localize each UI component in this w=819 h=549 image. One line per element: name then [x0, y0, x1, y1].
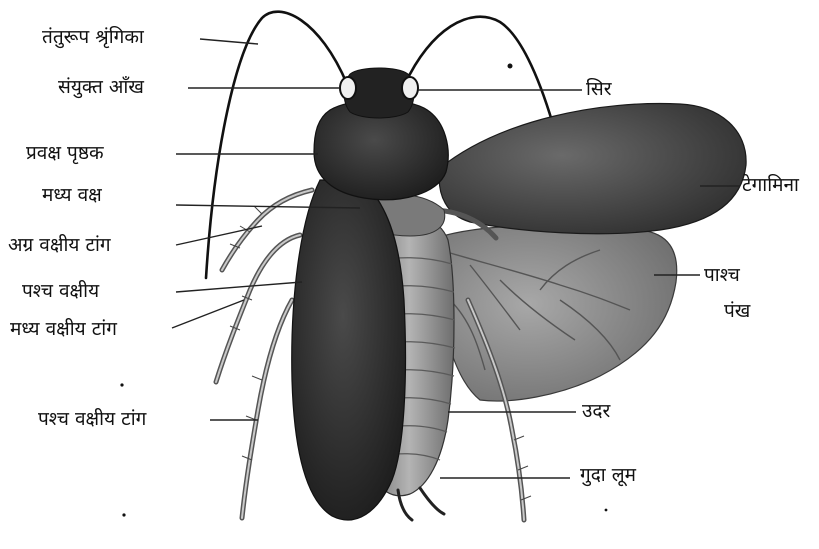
label-hind-wing-2: पंख: [724, 302, 750, 321]
label-anal-cerci: गुदा लूम: [580, 466, 636, 485]
label-tegmina: टेगामिना: [742, 176, 799, 195]
label-pronotum: प्रवक्ष पृष्ठक: [26, 144, 104, 163]
label-fore-leg: अग्र वक्षीय टांग: [8, 236, 111, 255]
label-hind-leg: पश्च वक्षीय टांग: [38, 410, 146, 429]
label-antenna: तंतुरूप श्रृंगिका: [42, 28, 144, 47]
label-abdomen: उदर: [582, 402, 610, 421]
compound-eye-right: [402, 77, 418, 99]
left-tegmen: [292, 180, 406, 520]
label-hind-thorax: पश्च वक्षीय: [22, 282, 99, 301]
hind-wing: [430, 225, 677, 401]
label-hind-wing-1: पाश्च: [704, 266, 740, 285]
label-compound-eye: संयुक्त आँख: [58, 78, 144, 97]
label-mesothorax: मध्य वक्ष: [42, 186, 102, 205]
label-head: सिर: [586, 80, 612, 99]
tegmina-wing: [439, 104, 746, 234]
compound-eye-left: [340, 77, 356, 99]
label-middle-leg: मध्य वक्षीय टांग: [10, 320, 117, 339]
